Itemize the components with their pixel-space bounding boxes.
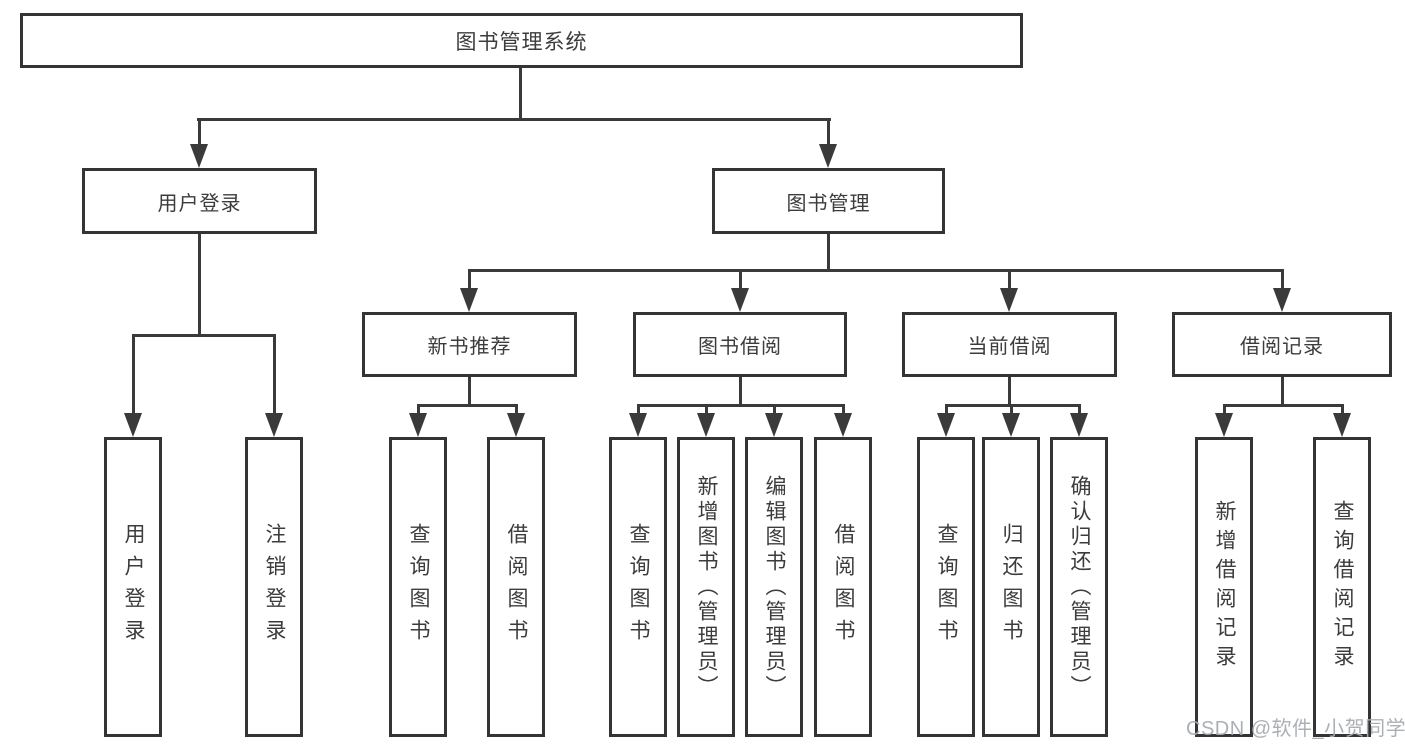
connector-line bbox=[772, 404, 776, 417]
diagram-node-label: 新增借阅记录 bbox=[1213, 500, 1236, 674]
connector-line bbox=[636, 403, 845, 407]
connector-line bbox=[1007, 377, 1011, 406]
connector-line bbox=[1340, 404, 1344, 417]
connector-line bbox=[467, 377, 471, 406]
connector-line bbox=[416, 404, 420, 417]
diagram-node-borrow-records: 借阅记录 bbox=[1172, 312, 1392, 377]
diagram-node-label: 新增图书（管理员） bbox=[695, 474, 718, 700]
connector-line bbox=[1280, 269, 1284, 292]
diagram-node-leaf-query-book-2: 查询图书 bbox=[609, 437, 667, 737]
arrowhead-down-icon bbox=[834, 413, 852, 437]
connector-line bbox=[467, 269, 471, 292]
connector-line bbox=[197, 234, 201, 336]
connector-line bbox=[467, 268, 1284, 272]
diagram-node-leaf-query-record: 查询借阅记录 bbox=[1313, 437, 1371, 737]
connector-line bbox=[704, 404, 708, 417]
diagram-node-label: 归还图书 bbox=[1000, 523, 1023, 651]
arrowhead-down-icon bbox=[265, 413, 283, 437]
connector-line bbox=[944, 404, 948, 417]
diagram-node-leaf-borrow-book-2: 借阅图书 bbox=[814, 437, 872, 737]
arrowhead-down-icon bbox=[460, 288, 478, 312]
connector-line bbox=[738, 269, 742, 292]
diagram-node-leaf-query-book-3: 查询图书 bbox=[917, 437, 975, 737]
arrowhead-down-icon bbox=[819, 144, 837, 168]
connector-line bbox=[518, 68, 522, 120]
diagram-node-leaf-return-book: 归还图书 bbox=[982, 437, 1040, 737]
diagram-node-book-borrow: 图书借阅 bbox=[633, 312, 847, 377]
connector-line bbox=[514, 404, 518, 417]
diagram-node-label: 编辑图书（管理员） bbox=[763, 474, 786, 700]
diagram-node-label: 查询图书 bbox=[935, 523, 958, 651]
diagram-node-leaf-add-record: 新增借阅记录 bbox=[1195, 437, 1253, 737]
arrowhead-down-icon bbox=[731, 288, 749, 312]
diagram-node-leaf-confirm-return: 确认归还（管理员） bbox=[1050, 437, 1108, 737]
watermark: CSDN @软件_小贺同学 bbox=[1186, 718, 1405, 740]
diagram-node-leaf-edit-book: 编辑图书（管理员） bbox=[745, 437, 803, 737]
connector-line bbox=[196, 117, 831, 121]
connector-line bbox=[1222, 403, 1344, 407]
connector-line bbox=[416, 403, 518, 407]
arrowhead-down-icon bbox=[1215, 413, 1233, 437]
diagram-node-label: 当前借阅 bbox=[967, 336, 1052, 358]
arrowhead-down-icon bbox=[409, 413, 427, 437]
diagram-node-label: 查询图书 bbox=[627, 523, 650, 651]
diagram-node-label: 查询图书 bbox=[407, 523, 430, 651]
diagram-node-label: 注销登录 bbox=[263, 523, 286, 651]
connector-line bbox=[738, 377, 742, 406]
connector-line bbox=[944, 403, 1081, 407]
connector-line bbox=[1280, 377, 1284, 406]
connector-line bbox=[1222, 404, 1226, 417]
diagram-node-leaf-query-book-1: 查询图书 bbox=[389, 437, 447, 737]
arrowhead-down-icon bbox=[1000, 288, 1018, 312]
connector-line bbox=[1077, 404, 1081, 417]
arrowhead-down-icon bbox=[1273, 288, 1291, 312]
diagram-node-leaf-logout: 注销登录 bbox=[245, 437, 303, 737]
diagram-node-book-mgmt: 图书管理 bbox=[712, 168, 945, 234]
diagram-node-label: 确认归还（管理员） bbox=[1068, 474, 1091, 700]
diagram-node-current-borrow: 当前借阅 bbox=[902, 312, 1117, 377]
arrowhead-down-icon bbox=[507, 413, 525, 437]
arrowhead-down-icon bbox=[697, 413, 715, 437]
diagram-node-label: 借阅记录 bbox=[1240, 336, 1324, 358]
connector-line bbox=[197, 118, 201, 148]
diagram-node-label: 新书推荐 bbox=[427, 336, 512, 358]
diagram-node-label: 用户登录 bbox=[157, 192, 242, 215]
diagram-node-label: 借阅图书 bbox=[505, 523, 528, 651]
connector-line bbox=[131, 334, 135, 417]
arrowhead-down-icon bbox=[937, 413, 955, 437]
arrowhead-down-icon bbox=[1333, 413, 1351, 437]
diagram-node-label: 图书管理 bbox=[786, 192, 871, 215]
connector-line bbox=[841, 404, 845, 417]
connector-line bbox=[636, 404, 640, 417]
diagram-node-label: 图书管理系统 bbox=[455, 30, 588, 54]
diagram-node-new-book-rec: 新书推荐 bbox=[362, 312, 577, 377]
diagram-node-leaf-user-login: 用户登录 bbox=[104, 437, 162, 737]
diagram-node-leaf-add-book: 新增图书（管理员） bbox=[677, 437, 735, 737]
diagram-node-label: 查询借阅记录 bbox=[1331, 500, 1354, 674]
diagram-node-root: 图书管理系统 bbox=[20, 13, 1023, 68]
connector-line bbox=[1009, 404, 1013, 417]
diagram-node-leaf-borrow-book-1: 借阅图书 bbox=[487, 437, 545, 737]
arrowhead-down-icon bbox=[1002, 413, 1020, 437]
arrowhead-down-icon bbox=[190, 144, 208, 168]
connector-line bbox=[1007, 269, 1011, 292]
arrowhead-down-icon bbox=[1070, 413, 1088, 437]
connector-line bbox=[131, 333, 276, 337]
diagram-node-label: 用户登录 bbox=[122, 523, 145, 651]
connector-line bbox=[826, 234, 830, 271]
connector-line bbox=[272, 334, 276, 417]
connector-line bbox=[826, 118, 830, 148]
diagram-node-label: 借阅图书 bbox=[832, 523, 855, 651]
arrowhead-down-icon bbox=[629, 413, 647, 437]
arrowhead-down-icon bbox=[765, 413, 783, 437]
arrowhead-down-icon bbox=[124, 413, 142, 437]
diagram-node-label: 图书借阅 bbox=[698, 336, 782, 358]
diagram-node-user-login: 用户登录 bbox=[82, 168, 317, 234]
